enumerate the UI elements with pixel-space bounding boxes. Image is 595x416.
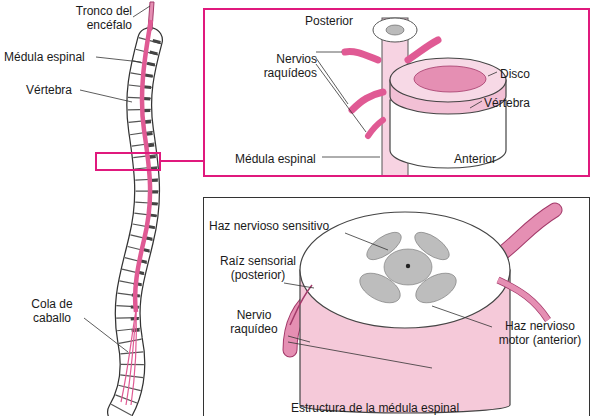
part-label: Raíz sensorial (posterior) <box>208 254 308 282</box>
inset-leader-lines <box>316 52 497 157</box>
part-label: Médula espinal <box>4 50 85 64</box>
spine-column <box>96 2 203 412</box>
part-label: Vértebra <box>26 83 72 97</box>
cord-section <box>290 210 555 413</box>
vertebra-inset <box>345 18 506 176</box>
part-label: Tronco del encéfalo <box>60 4 132 32</box>
leader-lines <box>80 6 150 352</box>
orientation-label: Anterior <box>454 152 496 166</box>
part-label: Vértebra <box>484 96 530 110</box>
part-label: Médula espinal <box>235 152 316 166</box>
part-label: Disco <box>500 67 530 81</box>
inset-frame: PosteriorNervios raquídeosDiscoVértebraM… <box>203 8 590 177</box>
orientation-label: Posterior <box>305 14 353 28</box>
part-label: Haz nervioso sensitivo <box>209 219 329 233</box>
part-label: Haz nervioso motor (anterior) <box>496 319 584 347</box>
section-frame: Haz nervioso sensitivoRaíz sensorial (po… <box>203 197 590 416</box>
part-label: Nervio raquídeo <box>221 308 287 336</box>
figure-caption: Estructura de la médula espinal <box>291 401 459 415</box>
part-label: Cola de caballo <box>20 297 84 325</box>
part-label: Nervios raquídeos <box>245 52 317 80</box>
section-leader-lines <box>284 233 492 368</box>
